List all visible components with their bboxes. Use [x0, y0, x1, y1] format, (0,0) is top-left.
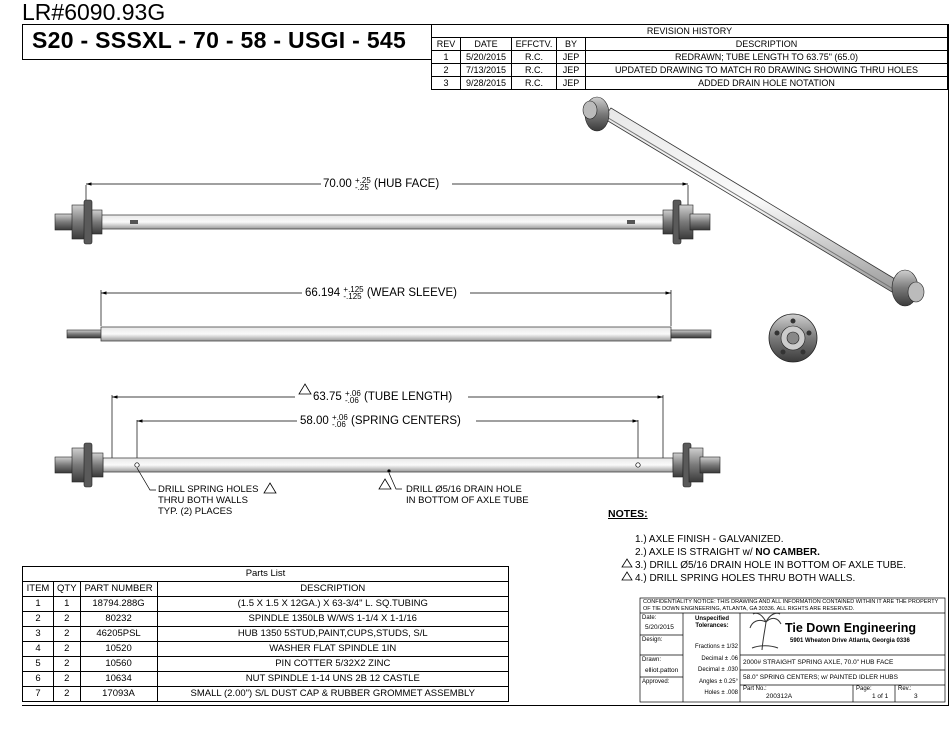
tolerance-item: Holes ± .008: [704, 690, 738, 696]
revision-history-table: REVISION HISTORY REV DATE EFFCTV. BY DES…: [431, 24, 948, 90]
hub-face-view: [768, 313, 818, 363]
tolerance-plus: +.125: [343, 285, 364, 294]
dimension-label: (TUBE LENGTH): [363, 391, 453, 404]
approved-label: Approved:: [642, 679, 670, 685]
description-line-1: 2000# STRAIGHT SPRING AXLE, 70.0" HUB FA…: [743, 659, 894, 666]
tolerance-plus: +.06: [331, 413, 348, 422]
drawn-label: Drawn:: [642, 657, 662, 663]
note-flag-3: [621, 558, 633, 568]
page-value: 1 of 1: [872, 693, 889, 700]
dimension-tube-length: 63.75 +.06 -.06 (TUBE LENGTH): [313, 389, 453, 405]
dimension-value: 70.00: [323, 178, 352, 191]
note-item: 1.) AXLE FINISH - GALVANIZED.: [635, 534, 784, 545]
tolerances-title: Unspecified Tolerances:: [694, 616, 729, 629]
model-number: S20 - SSSXL - 70 - 58 - USGI - 545: [32, 27, 407, 53]
note-item: 3.) DRILL Ø5/16 DRAIN HOLE IN BOTTOM OF …: [635, 560, 907, 571]
drawn-value: elliot.patton: [645, 667, 679, 674]
dimension-value: 63.75: [313, 391, 342, 404]
note-item: 4.) DRILL SPRING HOLES THRU BOTH WALLS.: [635, 573, 856, 584]
callout-line: THRU BOTH WALLS: [158, 495, 248, 506]
design-label: Design:: [642, 637, 663, 643]
company-name: Tie Down Engineering: [785, 621, 917, 635]
revision-row: 2 7/13/2015 R.C. JEP UPDATED DRAWING TO …: [431, 63, 948, 77]
axle-wear-sleeve-view: [66, 290, 712, 342]
description-cell: ADDED DRAIN HOLE NOTATION: [585, 76, 948, 90]
title-block-frame: [639, 597, 946, 703]
tolerance-minus: -.06: [331, 420, 346, 429]
rev-label: Rev.:: [898, 686, 912, 692]
page-label: Page:: [856, 686, 872, 692]
part-no-label: Part No.:: [743, 686, 767, 692]
note-flag-4: [621, 571, 633, 581]
callout-line: IN BOTTOM OF AXLE TUBE: [406, 495, 529, 506]
tolerance-minus: -.125: [343, 292, 362, 301]
dimension-label: (HUB FACE): [373, 178, 440, 191]
tolerance-item: Decimal ± .030: [698, 667, 738, 673]
revision-row: 3 9/28/2015 R.C. JEP ADDED DRAIN HOLE NO…: [431, 76, 948, 90]
callout-line: DRILL SPRING HOLES: [158, 484, 259, 495]
tolerance-plus: +.06: [344, 389, 361, 398]
effctv-cell: R.C.: [511, 76, 557, 90]
tolerance-plus: +.25: [354, 176, 371, 185]
callout-drain-hole: DRILL Ø5/16 DRAIN HOLE IN BOTTOM OF AXLE…: [406, 484, 529, 506]
dimension-wear-sleeve: 66.194 +.125 -.125 (WEAR SLEEVE): [305, 285, 457, 301]
by-cell: JEP: [556, 76, 586, 90]
parts-list-table: Parts List ITEM QTY PART NUMBER DESCRIPT…: [22, 566, 510, 702]
dimension-value: 58.00: [300, 415, 329, 428]
callout-line: TYP. (2) PLACES: [158, 506, 233, 517]
date-label: Date:: [642, 615, 657, 621]
tolerance-minus: -.25: [354, 183, 369, 192]
part-no-value: 200312A: [766, 693, 793, 700]
axle-isometric-view: [582, 96, 925, 307]
company-address: 5901 Wheaton Drive Atlanta, Georgia 0336: [790, 638, 910, 644]
rev-value: 3: [914, 693, 918, 700]
dimension-label: (WEAR SLEEVE): [366, 287, 457, 300]
qty-col-header: QTY: [53, 581, 81, 597]
tolerance-item: Decimal ± .06: [701, 655, 738, 662]
desc-col-header: DESCRIPTION: [156, 581, 510, 597]
company-logo: [749, 612, 782, 651]
tolerance-item: Fractions ± 1/32: [695, 644, 738, 650]
tolerances-list: Fractions ± 1/32 Decimal ± .06 Decimal ±…: [686, 642, 738, 700]
callout-line: DRILL Ø5/16 DRAIN HOLE: [406, 484, 522, 495]
date-value: 5/20/2015: [645, 624, 674, 631]
axle-tube-length-view: [54, 383, 721, 494]
note-item: 2.) AXLE IS STRAIGHT w/ NO CAMBER.: [635, 547, 820, 558]
dimension-value: 66.194: [305, 287, 341, 300]
confidentiality-notice: CONFIDENTIALITY NOTICE: THIS DRAWING AND…: [643, 599, 939, 612]
tolerance-item: Angles ± 0.25°: [698, 678, 738, 685]
notes-title: NOTES:: [608, 508, 648, 520]
item-col-header: ITEM: [22, 581, 54, 597]
dimension-hub-face: 70.00 +.25 -.25 (HUB FACE): [323, 176, 440, 192]
part-col-header: PART NUMBER: [79, 581, 158, 597]
axle-hub-face-view: [54, 182, 711, 245]
dimension-spring-centers: 58.00 +.06 -.06 (SPRING CENTERS): [300, 413, 461, 429]
callout-spring-holes: DRILL SPRING HOLES THRU BOTH WALLS TYP. …: [158, 484, 258, 517]
dimension-label: (SPRING CENTERS): [350, 415, 461, 428]
description-line-2: 58.0" SPRING CENTERS; w/ PAINTED IDLER H…: [743, 674, 898, 681]
notes-list: 1.) AXLE FINISH - GALVANIZED. 2.) AXLE I…: [621, 533, 906, 585]
tolerance-minus: -.06: [344, 396, 359, 405]
lr-number: LR#6090.93G: [22, 0, 166, 25]
parts-list-title: Parts List: [22, 566, 509, 582]
